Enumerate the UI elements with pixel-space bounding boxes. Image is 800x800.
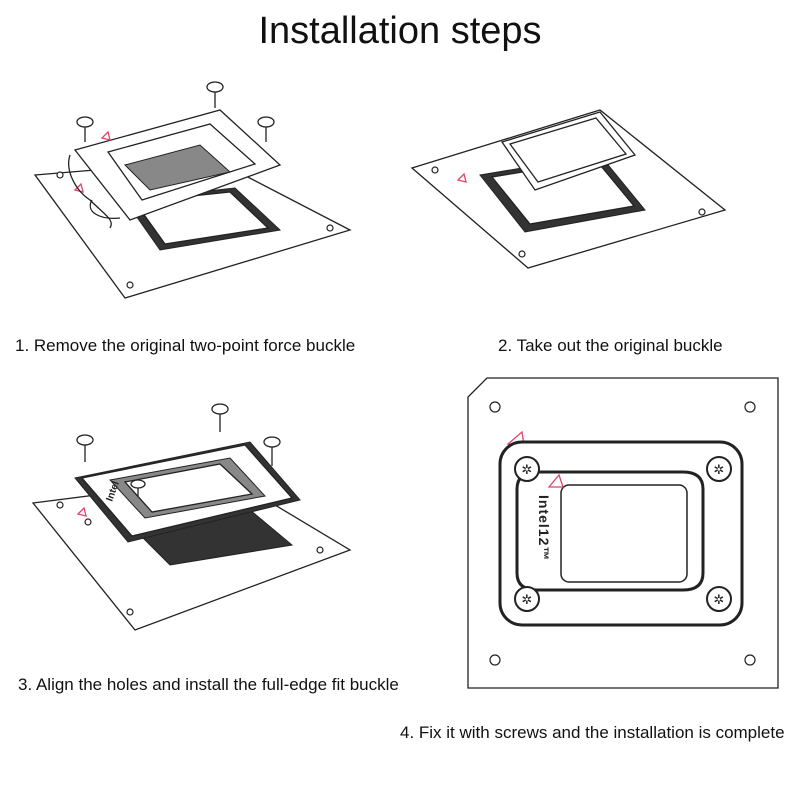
step-2-caption: 2. Take out the original buckle <box>498 336 723 355</box>
step-3-caption: 3. Align the holes and install the full-… <box>18 675 399 694</box>
bracket-label: Intel12™ <box>536 495 552 561</box>
step-3-illustration: Intel <box>30 400 360 640</box>
screw-icon: ✲ ✲ ✲ ✲ <box>514 456 732 612</box>
step-4-illustration: ✲ ✲ ✲ ✲ Intel12™ <box>467 377 781 691</box>
screw-icon <box>76 403 281 496</box>
page-title: Installation steps <box>258 10 542 52</box>
svg-text:✲: ✲ <box>522 593 533 608</box>
step-1-illustration <box>30 80 360 300</box>
svg-text:✲: ✲ <box>714 463 725 478</box>
svg-text:✲: ✲ <box>714 593 725 608</box>
step-2-illustration <box>410 100 730 270</box>
svg-text:✲: ✲ <box>522 463 533 478</box>
step-4-caption: 4. Fix it with screws and the installati… <box>400 723 785 742</box>
lever-arm <box>68 154 112 229</box>
screw-icon <box>76 81 275 142</box>
step-1-caption: 1. Remove the original two-point force b… <box>15 336 356 355</box>
